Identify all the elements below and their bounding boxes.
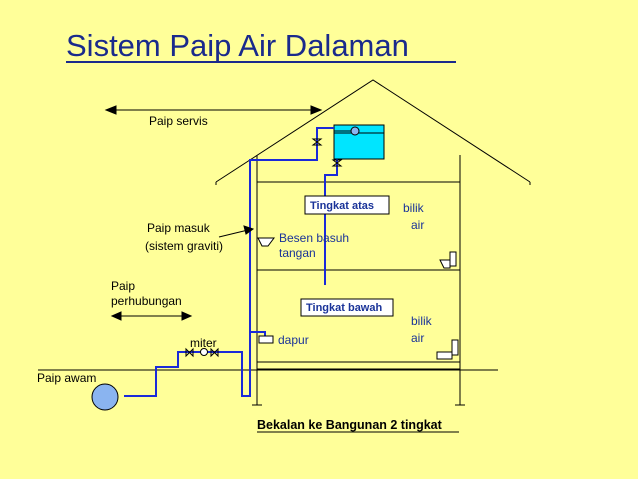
floor-box-upper — [304, 195, 390, 215]
arrow-paip-servis — [104, 105, 323, 115]
label-bilik-air-bawah-sub: air — [411, 331, 424, 345]
label-bilik-air-atas-sub: air — [411, 218, 424, 232]
water-main-icon — [91, 383, 119, 411]
label-paip-servis: Paip servis — [149, 114, 208, 128]
floor-box-lower — [300, 298, 394, 317]
kitchen-pipe — [249, 310, 266, 338]
valve-upper — [311, 138, 323, 146]
label-bilik-air-bawah: bilik — [411, 314, 433, 328]
label-paip-perhubungan-sub: perhubungan — [111, 294, 182, 308]
label-paip-perhubungan: Paip — [111, 279, 135, 293]
label-dapur: dapur — [278, 333, 309, 347]
label-tingkat-bawah: Tingkat bawah — [306, 302, 382, 314]
meter-icon — [185, 347, 219, 358]
distribution-pipe — [324, 159, 338, 285]
arrow-paip-perhubungan — [110, 311, 193, 321]
ball-valve-float — [350, 126, 360, 136]
kitchen-sink-icon — [258, 335, 274, 344]
pipe-network — [124, 127, 338, 397]
house-structure — [215, 79, 531, 406]
diagram-caption: Bekalan ke Bangunan 2 tingkat — [257, 418, 443, 432]
service-pipe — [124, 127, 334, 397]
label-tingkat-atas: Tingkat atas — [310, 200, 374, 212]
roof — [215, 79, 531, 183]
toilet-lower-icon — [436, 339, 459, 360]
label-besen-basuh: Besen basuh — [279, 231, 349, 245]
arrow-paip-masuk — [218, 225, 255, 238]
label-bilik-air-atas: bilik — [403, 201, 425, 215]
valve-tank-outlet — [331, 159, 343, 167]
label-paip-masuk-sub: (sistem graviti) — [145, 239, 223, 253]
label-besen-basuh-sub: tangan — [279, 246, 316, 260]
label-miter: miter — [190, 336, 217, 350]
page-title: Sistem Paip Air Dalaman — [66, 28, 409, 63]
label-paip-awam: Paip awam — [37, 371, 96, 385]
label-paip-masuk: Paip masuk — [147, 221, 211, 235]
wash-basin-icon — [257, 237, 275, 247]
toilet-upper-icon — [439, 251, 457, 269]
